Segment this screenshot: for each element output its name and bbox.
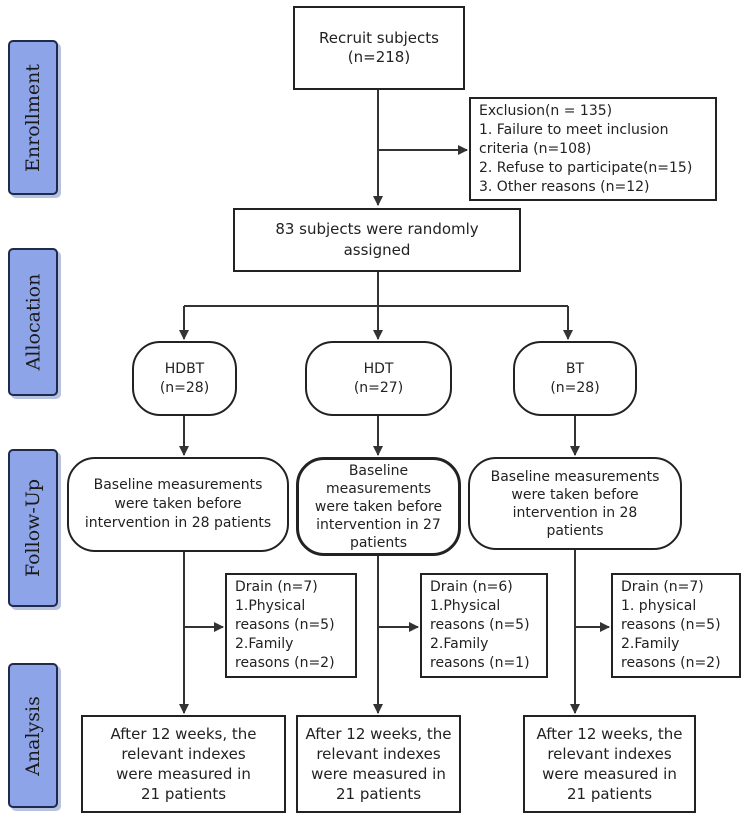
exclusion-line: 1. Failure to meet inclusion xyxy=(479,121,669,138)
drain-line: 2.Family xyxy=(621,636,680,652)
randomized-line: 83 subjects were randomly xyxy=(275,220,479,238)
drain-title: Drain (n=6) xyxy=(430,579,513,595)
drain-title: Drain (n=7) xyxy=(621,579,704,595)
randomized-box: 83 subjects were randomly assigned xyxy=(233,208,521,272)
group-name: HDBT xyxy=(164,360,205,377)
baseline-hdbt: Baseline measurements were taken before … xyxy=(67,457,289,552)
recruit-box: Recruit subjects (n=218) xyxy=(293,6,465,90)
drain-line: 1.Physical xyxy=(430,598,501,614)
drain-title: Drain (n=7) xyxy=(235,579,318,595)
drain-box-hdbt: Drain (n=7) 1.Physical reasons (n=5) 2.F… xyxy=(225,573,357,678)
stage-label: Allocation xyxy=(22,273,45,371)
baseline-line: patients xyxy=(349,534,408,551)
recruit-title: Recruit subjects xyxy=(319,29,439,47)
drain-line: 1. physical xyxy=(621,598,697,614)
group-bt: BT (n=28) xyxy=(513,341,637,416)
analysis-line: 21 patients xyxy=(140,785,227,803)
analysis-line: After 12 weeks, the xyxy=(536,725,683,743)
analysis-line: After 12 weeks, the xyxy=(305,725,452,743)
exclusion-line: criteria (n=108) xyxy=(479,140,592,157)
exclusion-line: 3. Other reasons (n=12) xyxy=(479,178,650,195)
drain-line: reasons (n=5) xyxy=(430,617,530,633)
drain-line: 1.Physical xyxy=(235,598,306,614)
group-name: HDT xyxy=(363,360,394,377)
drain-line: reasons (n=5) xyxy=(621,617,721,633)
baseline-line: Baseline measurements xyxy=(490,468,660,485)
drain-box-hdt: Drain (n=6) 1.Physical reasons (n=5) 2.F… xyxy=(420,573,548,678)
analysis-line: relevant indexes xyxy=(547,745,672,763)
baseline-line: measurements xyxy=(326,480,431,497)
exclusion-box: Exclusion(n = 135) 1. Failure to meet in… xyxy=(469,97,717,201)
baseline-line: were taken before xyxy=(511,486,639,503)
analysis-line: relevant indexes xyxy=(121,745,246,763)
drain-line: reasons (n=5) xyxy=(235,617,335,633)
drain-line: 2.Family xyxy=(235,636,294,652)
stage-label: Enrollment xyxy=(22,63,45,172)
analysis-line: 21 patients xyxy=(335,785,422,803)
drain-line: reasons (n=2) xyxy=(235,655,335,671)
stage-label: Analysis xyxy=(22,695,44,776)
drain-line: reasons (n=1) xyxy=(430,655,530,671)
drain-line: 2.Family xyxy=(430,636,489,652)
group-name: BT xyxy=(565,360,585,377)
baseline-line: patients xyxy=(546,522,604,539)
baseline-line: Baseline xyxy=(348,462,409,479)
baseline-hdt: Baseline measurements were taken before … xyxy=(296,457,461,556)
stage-allocation: Allocation xyxy=(8,248,58,396)
drain-box-bt: Drain (n=7) 1. physical reasons (n=5) 2.… xyxy=(611,573,741,678)
analysis-line: were measured in xyxy=(542,765,677,783)
group-count: (n=28) xyxy=(550,379,600,396)
group-hdbt: HDBT (n=28) xyxy=(132,341,237,416)
recruit-count: (n=218) xyxy=(347,48,411,66)
baseline-line: Baseline measurements xyxy=(93,477,263,493)
analysis-hdbt: After 12 weeks, the relevant indexes wer… xyxy=(81,715,286,813)
analysis-hdt: After 12 weeks, the relevant indexes wer… xyxy=(296,715,461,813)
baseline-line: were taken before xyxy=(114,496,242,512)
baseline-line: intervention in 27 xyxy=(316,516,441,533)
group-count: (n=28) xyxy=(159,379,210,396)
randomized-line: assigned xyxy=(343,241,411,259)
stage-analysis: Analysis xyxy=(8,663,58,808)
baseline-line: were taken before xyxy=(314,498,443,515)
exclusion-title: Exclusion(n = 135) xyxy=(479,102,613,119)
analysis-bt: After 12 weeks, the relevant indexes wer… xyxy=(523,715,696,813)
baseline-bt: Baseline measurements were taken before … xyxy=(468,457,682,550)
analysis-line: relevant indexes xyxy=(316,745,441,763)
baseline-line: intervention in 28 xyxy=(512,504,638,521)
stage-label: Follow-Up xyxy=(22,478,45,578)
analysis-line: were measured in xyxy=(311,765,446,783)
analysis-line: 21 patients xyxy=(566,785,653,803)
group-hdt: HDT (n=27) xyxy=(305,341,452,416)
stage-enrollment: Enrollment xyxy=(8,40,58,195)
group-count: (n=27) xyxy=(353,379,404,396)
exclusion-line: 2. Refuse to participate(n=15) xyxy=(479,159,693,176)
analysis-line: After 12 weeks, the xyxy=(110,725,257,743)
analysis-line: were measured in xyxy=(116,765,251,783)
baseline-line: intervention in 28 patients xyxy=(84,515,272,531)
stage-follow-up: Follow-Up xyxy=(8,449,58,607)
drain-line: reasons (n=2) xyxy=(621,655,721,671)
